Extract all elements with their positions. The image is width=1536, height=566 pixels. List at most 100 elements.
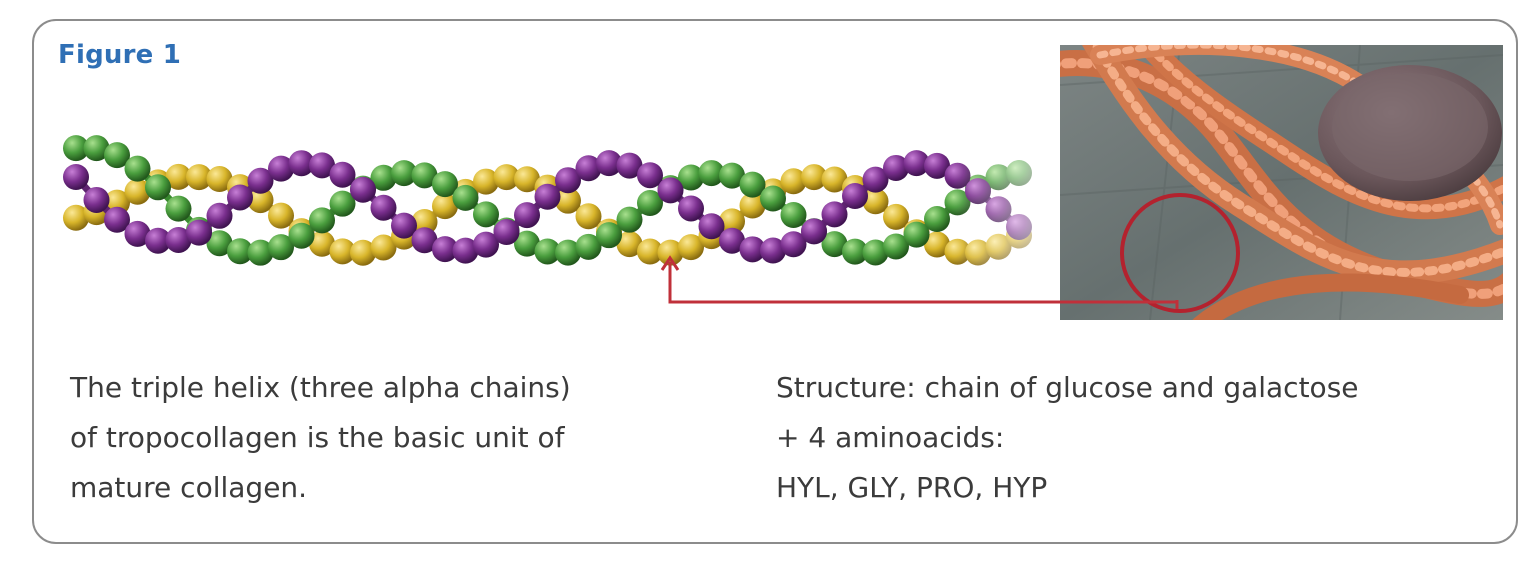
amino-acid-bead (268, 202, 294, 229)
amino-acid-bead (350, 176, 376, 203)
amino-acid-bead (801, 164, 827, 191)
amino-acid-bead (739, 236, 766, 263)
amino-acid-bead (391, 212, 417, 239)
amino-acid-bead (616, 231, 643, 258)
amino-acid-bead (288, 150, 315, 177)
amino-acid-bead (555, 239, 581, 266)
amino-acid-bead (760, 185, 786, 212)
amino-acid-bead (473, 168, 499, 195)
amino-acid-bead (760, 237, 786, 264)
amino-acid-bead (698, 213, 725, 240)
amino-acid-bead (883, 203, 909, 230)
caption-left-line: mature collagen. (70, 471, 308, 504)
amino-acid-bead (821, 231, 848, 258)
amino-acid-bead (821, 166, 848, 193)
amino-acid-bead (903, 221, 930, 248)
amino-acid-bead (309, 207, 335, 234)
amino-acid-bead (165, 226, 192, 253)
amino-acid-bead (637, 238, 663, 265)
amino-acid-bead (268, 234, 294, 261)
amino-acid-bead (678, 164, 704, 191)
amino-acid-bead (329, 190, 356, 217)
amino-acid-bead (514, 166, 540, 193)
amino-acid-bead (206, 166, 233, 193)
amino-acid-bead (739, 192, 766, 219)
amino-acid-bead (780, 202, 807, 229)
amino-acid-bead (247, 187, 274, 214)
amino-acid-bead (432, 236, 458, 263)
caption-right-line: + 4 aminoacids: (776, 421, 1005, 454)
amino-acid-bead (124, 178, 151, 205)
amino-acid-bead (678, 195, 704, 222)
amino-acid-bead (83, 186, 110, 213)
amino-acid-bead (575, 155, 602, 182)
amino-acid-bead (842, 238, 868, 265)
amino-acid-bead (821, 201, 848, 228)
amino-acid-bead (452, 237, 479, 264)
caption-right-line: Structure: chain of glucose and galactos… (776, 371, 1359, 404)
amino-acid-bead (83, 135, 110, 162)
amino-acid-bead (493, 219, 520, 246)
amino-acid-bead (555, 167, 581, 194)
amino-acid-bead (801, 218, 827, 245)
amino-acid-bead (329, 161, 356, 188)
amino-acid-bead (719, 227, 745, 254)
triple-helix-illustration (63, 105, 1056, 275)
amino-acid-bead (719, 208, 745, 235)
amino-acid-bead (719, 162, 745, 189)
amino-acid-bead (350, 239, 376, 266)
amino-acid-bead (780, 168, 807, 195)
amino-acid-bead (432, 193, 458, 220)
purple-alpha-chain (63, 150, 1032, 264)
amino-acid-bead (227, 184, 253, 211)
amino-acid-bead (575, 203, 602, 230)
amino-acid-bead (186, 219, 212, 246)
amino-acid-bead (104, 142, 130, 169)
amino-acid-bead (145, 174, 171, 201)
amino-acid-bead (575, 233, 602, 260)
amino-acid-bead (186, 164, 212, 191)
amino-acid-bead (329, 238, 356, 265)
amino-acid-bead (637, 162, 663, 189)
amino-acid-bead (534, 238, 561, 265)
amino-acid-bead (206, 230, 233, 257)
amino-acid-bead (698, 160, 725, 187)
amino-acid-bead (124, 220, 151, 247)
amino-acid-bead (657, 177, 684, 204)
amino-acid-bead (268, 155, 294, 182)
amino-acid-bead (555, 187, 581, 214)
amino-acid-bead (63, 135, 89, 162)
amino-acid-bead (903, 150, 930, 177)
amino-acid-bead (862, 166, 889, 193)
amino-acid-bead (780, 231, 807, 258)
amino-acid-bead (411, 162, 438, 189)
amino-acid-bead (924, 206, 950, 233)
circle-highlight (1120, 193, 1240, 313)
caption-left-line: The triple helix (three alpha chains) (70, 371, 571, 404)
amino-acid-bead (370, 194, 397, 221)
rope-bollard-photo (1060, 45, 1503, 320)
amino-acid-bead (514, 230, 540, 257)
amino-acid-bead (739, 171, 766, 198)
amino-acid-bead (165, 163, 192, 190)
amino-acid-bead (391, 160, 417, 187)
amino-acid-bead (63, 164, 89, 190)
amino-acid-bead (616, 206, 643, 233)
amino-acid-bead (616, 152, 643, 179)
amino-acid-bead (596, 150, 622, 177)
amino-acid-bead (247, 167, 274, 194)
amino-acid-bead (206, 202, 233, 229)
amino-acid-bead (842, 183, 868, 210)
amino-acid-bead (411, 208, 438, 235)
amino-acid-bead (883, 233, 909, 260)
amino-acid-bead (124, 155, 151, 182)
amino-acid-bead (862, 239, 889, 266)
amino-acid-bead (473, 201, 499, 228)
amino-acid-bead (883, 154, 909, 181)
amino-acid-bead (165, 195, 192, 222)
figure-label: Figure 1 (58, 40, 181, 70)
amino-acid-bead (309, 230, 335, 257)
caption-right: Structure: chain of glucose and galactos… (776, 363, 1496, 513)
amino-acid-bead (227, 238, 253, 265)
amino-acid-bead (473, 231, 499, 258)
